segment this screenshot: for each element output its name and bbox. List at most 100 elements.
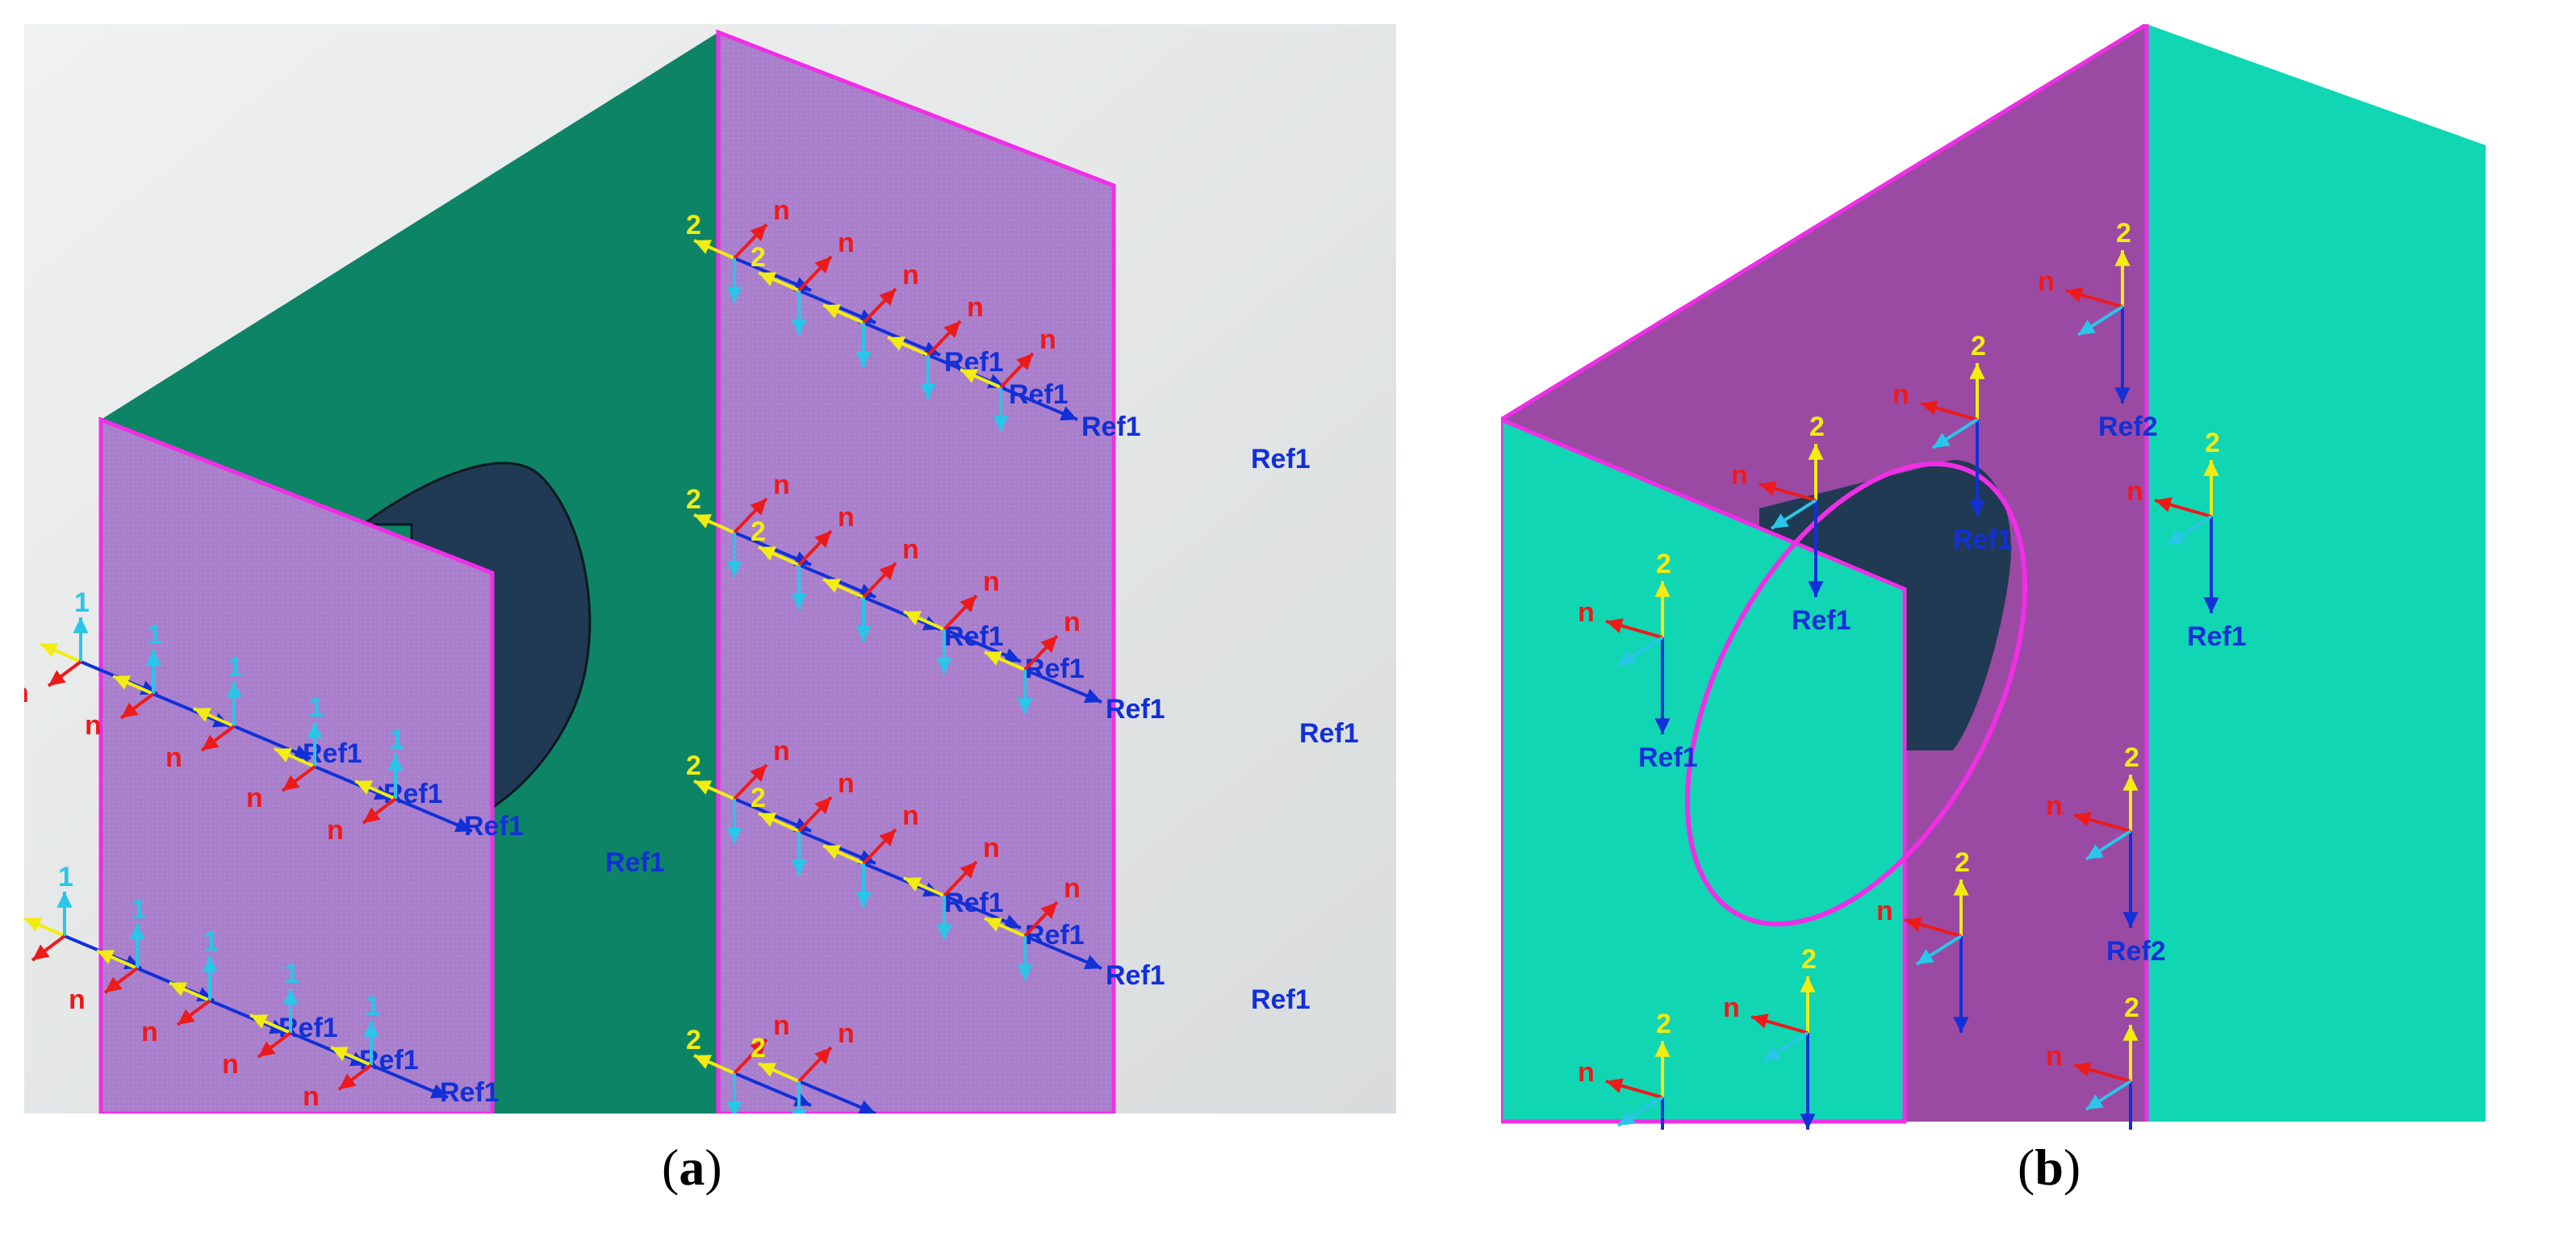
- axis-2-head: [759, 813, 776, 827]
- axis-n-label: n: [838, 228, 855, 258]
- axis-n-label: n: [141, 1017, 158, 1047]
- ref-axis-head: [858, 309, 876, 324]
- axis-2-label: 2: [2124, 742, 2139, 773]
- axis-n-label: n: [1892, 379, 1909, 410]
- axis-1-head: [56, 892, 73, 908]
- ref-axis-head: [293, 745, 311, 760]
- axis-n-label: n: [246, 783, 263, 813]
- axis-n-label: n: [983, 566, 1000, 597]
- ref-label: Ref1: [605, 847, 665, 878]
- axis-1-head: [936, 924, 952, 940]
- axis-2-head: [904, 877, 922, 892]
- axis-2-head: [113, 675, 131, 690]
- axis-1-head: [2086, 1094, 2104, 1110]
- axis-n-head: [879, 289, 896, 306]
- axis-n-head: [282, 775, 300, 791]
- axis-n-label: n: [967, 292, 984, 323]
- axis-1-label: 1: [147, 620, 162, 650]
- axis-n-label: n: [773, 1010, 790, 1041]
- axis-2-head: [2203, 460, 2219, 476]
- axis-n-head: [2155, 497, 2172, 512]
- axis-n-head: [960, 596, 976, 612]
- axis-2-label: 2: [1656, 549, 1671, 579]
- axis-2-head: [694, 240, 712, 254]
- axis-n-label: n: [1731, 460, 1748, 491]
- axis-n-label: n: [1723, 993, 1740, 1023]
- ref-label: Ref1: [440, 1077, 500, 1108]
- ref-axis-head: [793, 277, 811, 292]
- axis-1-label: 1: [284, 959, 299, 989]
- axis-2-label: 2: [1955, 847, 1970, 878]
- axis-1-head: [1771, 513, 1789, 529]
- axis-n-head: [48, 670, 66, 686]
- axis-n-head: [2066, 287, 2084, 303]
- axis-1-label: 1: [228, 652, 243, 683]
- axis-n-head: [1606, 1078, 1624, 1093]
- hole-outline: [1684, 461, 2028, 927]
- axis-2-label: 2: [2116, 218, 2131, 249]
- ref-axis-head: [793, 551, 811, 566]
- right-flange-face: [716, 29, 1116, 1114]
- ref-label: Ref1: [1638, 742, 1698, 773]
- axis-n-head: [1016, 353, 1033, 370]
- axis-2-head: [194, 708, 211, 722]
- axis-2-head: [1953, 880, 1969, 896]
- axis-2-label: 2: [751, 783, 766, 813]
- axis-n-label: n: [838, 768, 855, 799]
- axis-1-head: [1017, 698, 1033, 714]
- ref-axis-head: [454, 817, 472, 833]
- axis-n-label: n: [773, 195, 790, 226]
- axis-1-head: [791, 593, 807, 609]
- axis-n-head: [1606, 618, 1624, 633]
- axis-2-head: [2122, 1025, 2139, 1041]
- ref-axis-head: [793, 817, 811, 833]
- axis-2-label: 2: [686, 1025, 701, 1055]
- ref-axis-head: [2203, 597, 2219, 613]
- axis-2-head: [2122, 775, 2139, 791]
- axis-n-head: [750, 765, 767, 782]
- axis-n-head: [814, 257, 831, 274]
- axis-2-head: [355, 780, 373, 795]
- axis-1-head: [2167, 529, 2185, 545]
- axis-n-head: [2074, 812, 2092, 827]
- axis-n-label: n: [24, 678, 29, 708]
- axis-n-label: n: [902, 534, 919, 565]
- axis-1-label: 1: [58, 862, 73, 892]
- axis-2-head: [694, 1055, 712, 1069]
- ref-axis-head: [858, 583, 876, 599]
- ref-axis-head: [1953, 1017, 1969, 1033]
- axis-n-head: [1040, 636, 1057, 653]
- axis-2-head: [2114, 250, 2131, 266]
- axis-2-label: 2: [1656, 1009, 1671, 1039]
- ref-axis-head: [858, 1100, 876, 1114]
- axis-1-head: [129, 924, 145, 940]
- axis-n-head: [32, 944, 50, 960]
- axis-n-head: [1759, 481, 1777, 496]
- axis-2-head: [97, 950, 115, 964]
- axis-n-head: [339, 1073, 357, 1089]
- ref-label: Ref1: [944, 888, 1004, 918]
- ref-label: Ref1: [359, 1045, 419, 1076]
- ref-label: Ref1: [1251, 444, 1311, 474]
- axis-1-head: [387, 754, 404, 771]
- axis-1-label: 1: [365, 991, 380, 1022]
- axis-n-head: [202, 734, 220, 750]
- axis-n-head: [2074, 1062, 2092, 1077]
- axis-1-head: [202, 956, 218, 972]
- axis-2-head: [694, 780, 712, 795]
- axis-1-head: [1618, 1110, 1636, 1126]
- axis-n-label: n: [983, 833, 1000, 863]
- axis-2-label: 2: [686, 210, 701, 240]
- axis-n-head: [121, 702, 139, 718]
- axis-2-head: [823, 304, 841, 319]
- axis-n-label: n: [85, 710, 102, 741]
- caption-b: (b): [2018, 1139, 2081, 1196]
- orientation-triad: 2n: [1723, 944, 1817, 1130]
- axis-n-label: n: [327, 815, 344, 846]
- axis-2-label: 2: [2205, 428, 2220, 458]
